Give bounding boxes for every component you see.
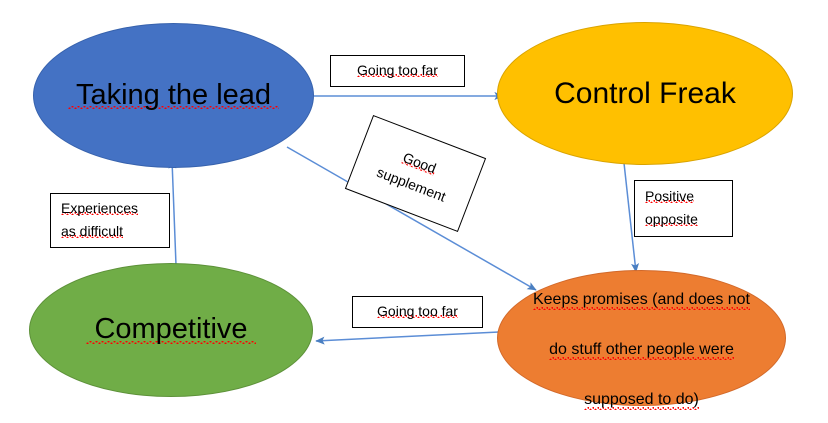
node-control-freak[interactable]: Control Freak bbox=[497, 22, 793, 165]
edge-label-experiences-line2: as difficult bbox=[61, 220, 123, 243]
edge-label-experiences-as-difficult[interactable]: Experiences as difficult bbox=[50, 193, 170, 248]
node-competitive-label: Competitive bbox=[86, 311, 255, 349]
node-keeps-promises[interactable]: Keeps promises (and does not do stuff ot… bbox=[497, 270, 786, 408]
node-control-freak-label: Control Freak bbox=[554, 77, 736, 110]
node-taking-the-lead-label: Taking the lead bbox=[68, 76, 279, 115]
edge-label-positive-line1: Positive bbox=[645, 186, 695, 208]
node-taking-the-lead[interactable]: Taking the lead bbox=[33, 23, 314, 168]
edge-label-positive-line2: opposite bbox=[645, 208, 698, 231]
edge-label-going-too-far-bottom[interactable]: Going too far bbox=[352, 296, 483, 328]
edge-label-positive-opposite[interactable]: Positive opposite bbox=[634, 180, 733, 237]
edge-label-going-too-far-top[interactable]: Going too far bbox=[330, 55, 465, 87]
node-keeps-promises-line2: do stuff other people were bbox=[549, 341, 734, 358]
node-competitive[interactable]: Competitive bbox=[29, 263, 313, 397]
edge-competitive-to-lead bbox=[168, 159, 177, 266]
node-keeps-promises-line1: Keeps promises (and does not bbox=[532, 291, 750, 309]
edge-label-experiences-line1: Experiences bbox=[61, 198, 139, 220]
edge-lead-to-keeps bbox=[286, 146, 537, 291]
node-keeps-promises-label: Keeps promises (and does not do stuff ot… bbox=[525, 264, 758, 413]
node-keeps-promises-line3: supposed to do) bbox=[584, 390, 699, 408]
edge-label-going-too-far-top-text: Going too far bbox=[357, 59, 438, 82]
edge-label-going-too-far-bottom-text: Going too far bbox=[377, 300, 458, 323]
edge-keeps-to-competitive bbox=[315, 331, 500, 345]
edge-control-to-keeps bbox=[623, 162, 640, 273]
